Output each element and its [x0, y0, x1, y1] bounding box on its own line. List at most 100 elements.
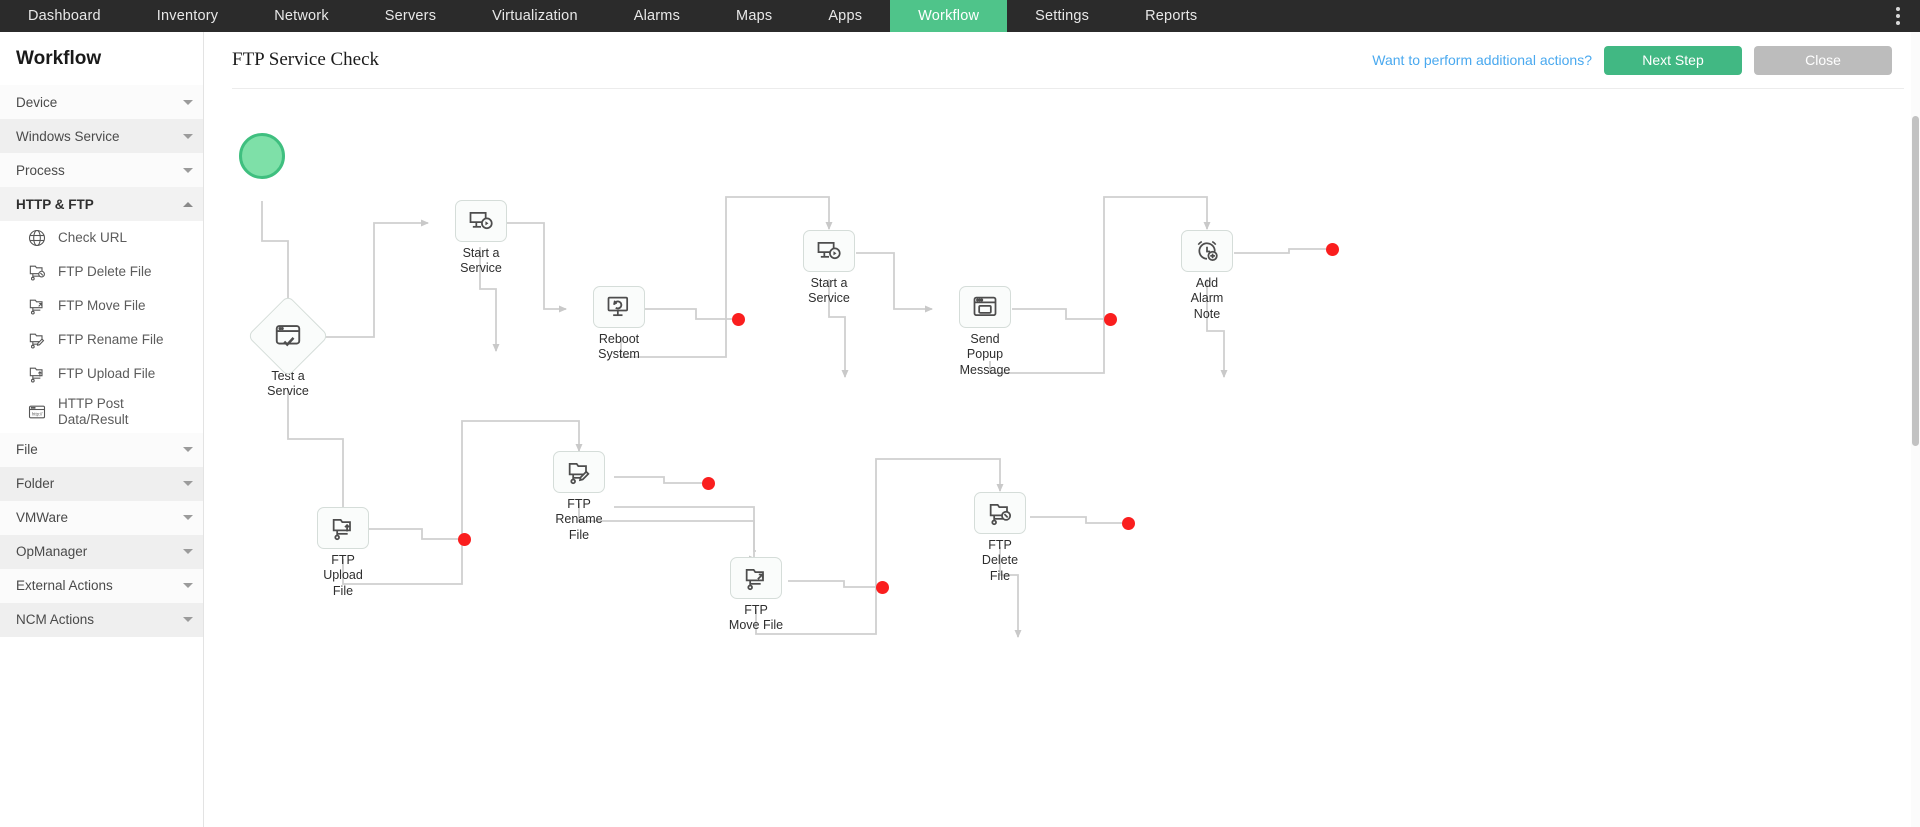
sidebar-item-http-post-data-result[interactable]: http:// HTTP Post Data/Result: [0, 391, 203, 433]
ftp-move-file-icon: [26, 295, 48, 317]
next-step-button[interactable]: Next Step: [1604, 45, 1742, 75]
sidebar-group-label: OpManager: [16, 544, 88, 560]
sidebar-group-opmanager[interactable]: OpManager: [0, 534, 203, 569]
workflow-start-node[interactable]: [239, 133, 285, 179]
vertical-scrollbar-thumb[interactable]: [1912, 116, 1919, 446]
nav-item-alarms[interactable]: Alarms: [633, 8, 681, 24]
sidebar-group-label: External Actions: [16, 578, 113, 594]
workflow-node-ftp-upload-file[interactable]: FTP Upload File: [290, 507, 396, 599]
nav-item-network[interactable]: Network: [274, 8, 329, 24]
sidebar-title: Workflow: [16, 47, 102, 69]
sidebar-item-label: HTTP Post Data/Result: [58, 396, 129, 427]
ftp-rename-file-icon: [553, 451, 605, 493]
end-dot[interactable]: [1104, 313, 1117, 326]
sidebar-group-external-actions[interactable]: External Actions: [0, 568, 203, 603]
chevron-up-icon: [183, 201, 193, 207]
main-content: FTP Service Check Want to perform additi…: [204, 32, 1920, 827]
workflow-node-ftp-delete-file[interactable]: FTP Delete File: [947, 492, 1053, 584]
ftp-delete-file-icon: [26, 261, 48, 283]
sidebar-item-ftp-delete-file[interactable]: FTP Delete File: [0, 255, 203, 289]
sidebar-group-process[interactable]: Process: [0, 153, 203, 187]
workflow-node-label: Send Popup Message: [959, 332, 1011, 377]
sidebar-group-label: Windows Service: [16, 128, 120, 144]
nav-item-workflow[interactable]: Workflow: [890, 0, 1008, 32]
globe-www-icon: [26, 227, 48, 249]
workflow-node-label: Reboot System: [598, 332, 640, 362]
sidebar-group-folder[interactable]: Folder: [0, 466, 203, 501]
end-dot[interactable]: [1122, 517, 1135, 530]
workflow-node-label: FTP Move File: [728, 603, 784, 633]
sidebar-item-label: FTP Upload File: [58, 366, 156, 382]
sidebar-group-file[interactable]: File: [0, 432, 203, 467]
workflow-canvas[interactable]: Test a Service Start a Service Reboot Sy…: [204, 89, 1920, 827]
svg-text:http://: http://: [32, 411, 43, 416]
workflow-node-ftp-rename-file[interactable]: FTP Rename File: [526, 451, 632, 543]
workflow-node-label: FTP Upload File: [323, 553, 363, 598]
ftp-upload-file-icon: [26, 363, 48, 385]
end-dot[interactable]: [458, 533, 471, 546]
workflow-node-label: Start a Service: [808, 276, 850, 306]
end-dot[interactable]: [732, 313, 745, 326]
chevron-down-icon: [183, 515, 193, 521]
ftp-rename-file-icon: [26, 329, 48, 351]
workflow-node-add-alarm-note[interactable]: Add Alarm Note: [1154, 230, 1260, 322]
chevron-down-icon: [183, 481, 193, 487]
ftp-delete-file-icon: [974, 492, 1026, 534]
add-alarm-note-icon: [1181, 230, 1233, 272]
workflow-node-start-a-service-1[interactable]: Start a Service: [428, 200, 534, 277]
sidebar-item-label: FTP Delete File: [58, 264, 152, 280]
workflow-node-label: FTP Delete File: [981, 538, 1019, 583]
start-service-icon: [803, 230, 855, 272]
chevron-down-icon: [183, 583, 193, 589]
nav-item-servers[interactable]: Servers: [384, 8, 437, 24]
workflow-node-test-a-service[interactable]: Test a Service: [235, 294, 341, 400]
workflow-node-start-a-service-2[interactable]: Start a Service: [776, 230, 882, 307]
end-dot[interactable]: [876, 581, 889, 594]
end-dot[interactable]: [1326, 243, 1339, 256]
chevron-down-icon: [183, 167, 193, 173]
nav-item-dashboard[interactable]: Dashboard: [28, 8, 101, 24]
start-service-icon: [455, 200, 507, 242]
sidebar-item-check-url[interactable]: Check URL: [0, 221, 203, 255]
nav-item-virtualization[interactable]: Virtualization: [492, 8, 578, 24]
sidebar-group-vmware[interactable]: VMWare: [0, 500, 203, 535]
additional-actions-link[interactable]: Want to perform additional actions?: [1372, 52, 1592, 68]
sidebar-group-http-ftp[interactable]: HTTP & FTP: [0, 187, 203, 221]
nav-item-apps[interactable]: Apps: [828, 8, 863, 24]
close-button[interactable]: Close: [1754, 45, 1892, 75]
workflow-node-label: FTP Rename File: [555, 497, 603, 542]
kebab-menu-icon[interactable]: [1876, 0, 1920, 32]
ftp-move-file-icon: [730, 557, 782, 599]
end-dot[interactable]: [702, 477, 715, 490]
sidebar-item-label: FTP Move File: [58, 298, 146, 314]
test-service-icon: [246, 294, 330, 378]
page-title: FTP Service Check: [232, 49, 380, 70]
ftp-upload-file-icon: [317, 507, 369, 549]
reboot-system-icon: [593, 286, 645, 328]
sidebar-group-windows-service[interactable]: Windows Service: [0, 119, 203, 153]
chevron-down-icon: [183, 133, 193, 139]
sidebar-group-label: Process: [16, 162, 65, 178]
nav-item-maps[interactable]: Maps: [736, 8, 773, 24]
sidebar-group-label: VMWare: [16, 510, 69, 526]
sidebar-group-ncm-actions[interactable]: NCM Actions: [0, 602, 203, 637]
sidebar-group-label: Folder: [16, 476, 55, 492]
sidebar-group-device[interactable]: Device: [0, 85, 203, 119]
sidebar-group-label: Device: [16, 94, 58, 110]
nav-item-inventory[interactable]: Inventory: [156, 8, 219, 24]
workflow-node-reboot-system[interactable]: Reboot System: [566, 286, 672, 363]
sidebar-group-label: NCM Actions: [16, 612, 95, 628]
sidebar-item-ftp-upload-file[interactable]: FTP Upload File: [0, 357, 203, 391]
sidebar-item-label: Check URL: [58, 230, 128, 246]
nav-item-settings[interactable]: Settings: [1035, 8, 1090, 24]
workflow-node-send-popup-message[interactable]: Send Popup Message: [932, 286, 1038, 378]
vertical-scrollbar-track[interactable]: [1911, 32, 1920, 827]
workflow-node-ftp-move-file[interactable]: FTP Move File: [703, 557, 809, 634]
page-header: FTP Service Check Want to perform additi…: [204, 32, 1920, 88]
sidebar-item-ftp-move-file[interactable]: FTP Move File: [0, 289, 203, 323]
sidebar-group-label: File: [16, 442, 38, 458]
chevron-down-icon: [183, 99, 193, 105]
sidebar-item-ftp-rename-file[interactable]: FTP Rename File: [0, 323, 203, 357]
nav-item-reports[interactable]: Reports: [1145, 8, 1198, 24]
workflow-node-label: Start a Service: [460, 246, 502, 276]
